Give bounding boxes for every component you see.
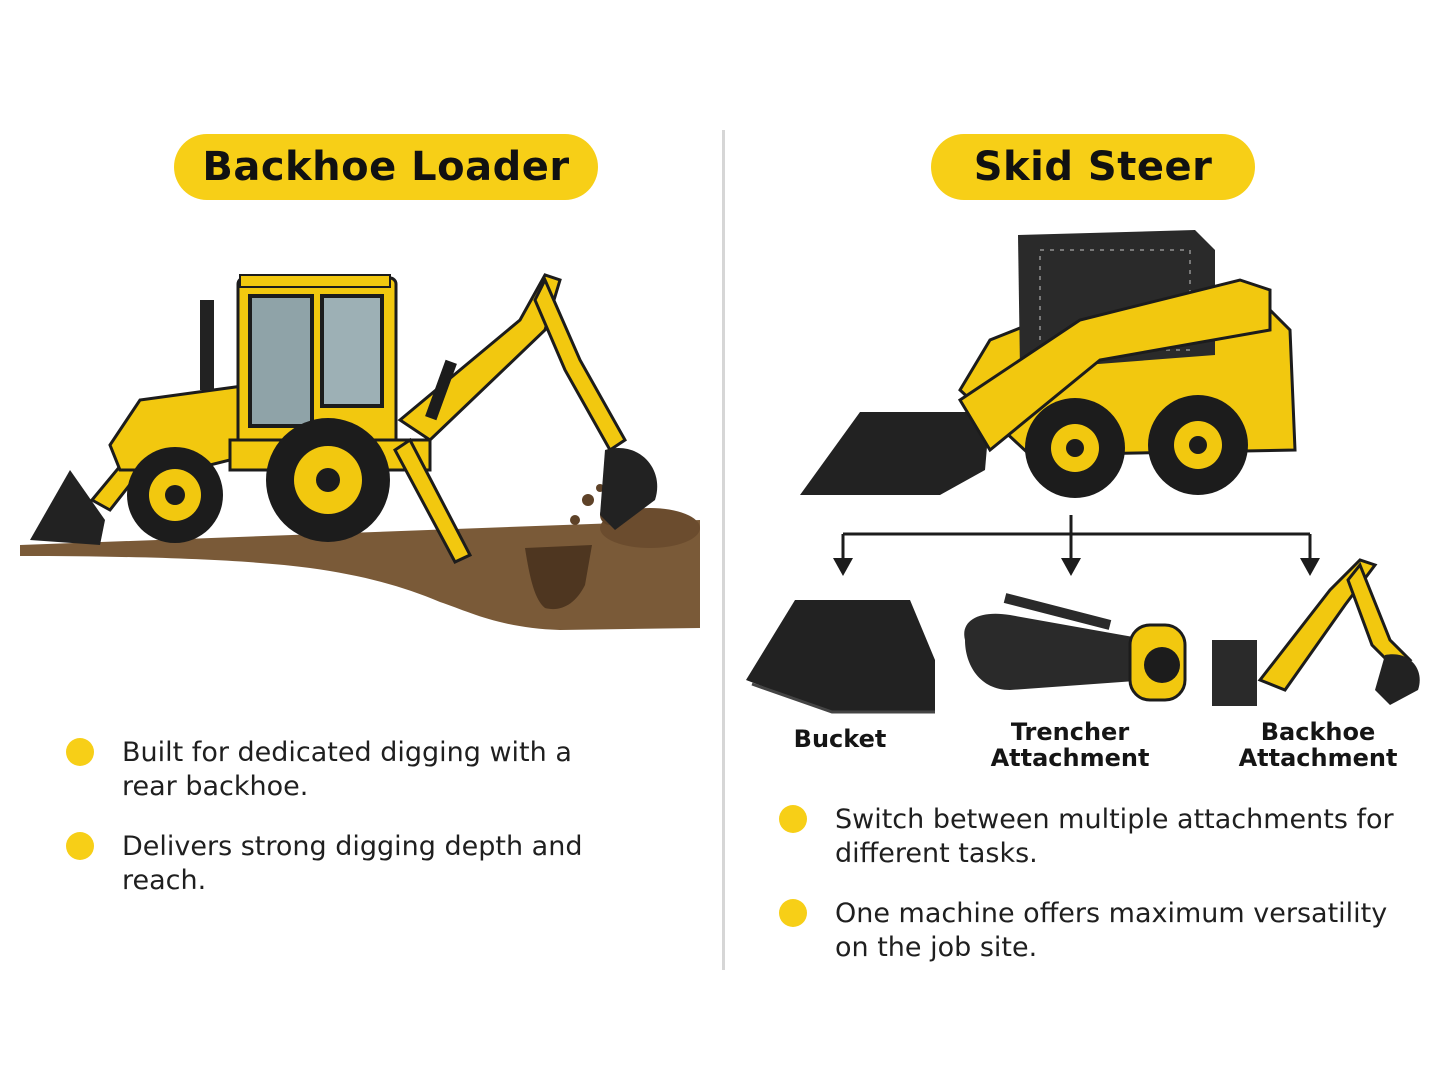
skid-steer-title: Skid Steer xyxy=(931,134,1255,200)
bullet-item: One machine offers maximum versatility o… xyxy=(779,897,1419,965)
attachment-label-backhoe: Backhoe Attachment xyxy=(1238,718,1398,772)
rear-bucket-shape xyxy=(600,448,658,530)
bullet-dot-icon xyxy=(66,832,94,860)
bullet-text: One machine offers maximum versatility o… xyxy=(835,898,1388,963)
rear-wheel-shape xyxy=(266,418,390,542)
backhoe-loader-illustration xyxy=(20,273,700,630)
front-bucket-shape xyxy=(30,470,105,545)
bullet-text: Switch between multiple attachments for … xyxy=(835,804,1394,869)
bullet-item: Delivers strong digging depth and reach. xyxy=(66,830,626,898)
bullet-dot-icon xyxy=(779,805,807,833)
backhoe-loader-title-text: Backhoe Loader xyxy=(202,144,570,190)
backhoe-loader-title: Backhoe Loader xyxy=(174,134,598,200)
front-wheel-shape xyxy=(127,447,223,543)
bullet-dot-icon xyxy=(66,738,94,766)
trencher-attachment-icon xyxy=(964,593,1187,702)
skid-steer-rear-wheel-shape xyxy=(1148,395,1248,495)
arrow-down-icon xyxy=(1300,558,1320,576)
backhoe-attachment-icon xyxy=(1212,558,1420,706)
attachment-connector-arrows xyxy=(833,515,1320,576)
backhoe-loader-bullets: Built for dedicated digging with a rear … xyxy=(66,736,626,924)
bullet-dot-icon xyxy=(779,899,807,927)
trench-shape xyxy=(525,545,592,610)
skid-steer-bullets: Switch between multiple attachments for … xyxy=(779,803,1419,991)
skid-steer-illustration xyxy=(746,230,1420,714)
bullet-text: Built for dedicated digging with a rear … xyxy=(122,737,572,802)
skid-steer-bucket-shape xyxy=(800,412,990,495)
skid-steer-front-wheel-shape xyxy=(1025,398,1125,498)
arrow-down-icon xyxy=(833,558,853,576)
attachment-label-trencher: Trencher Attachment xyxy=(990,718,1150,772)
skid-steer-title-text: Skid Steer xyxy=(973,144,1213,190)
center-divider xyxy=(722,130,725,970)
bullet-item: Built for dedicated digging with a rear … xyxy=(66,736,626,804)
bullet-item: Switch between multiple attachments for … xyxy=(779,803,1419,871)
arrow-down-icon xyxy=(1061,558,1081,576)
bucket-attachment-icon xyxy=(746,600,935,712)
attachment-label-bucket: Bucket xyxy=(793,725,887,753)
bullet-text: Delivers strong digging depth and reach. xyxy=(122,831,583,896)
soil-ground-shape xyxy=(20,520,700,630)
